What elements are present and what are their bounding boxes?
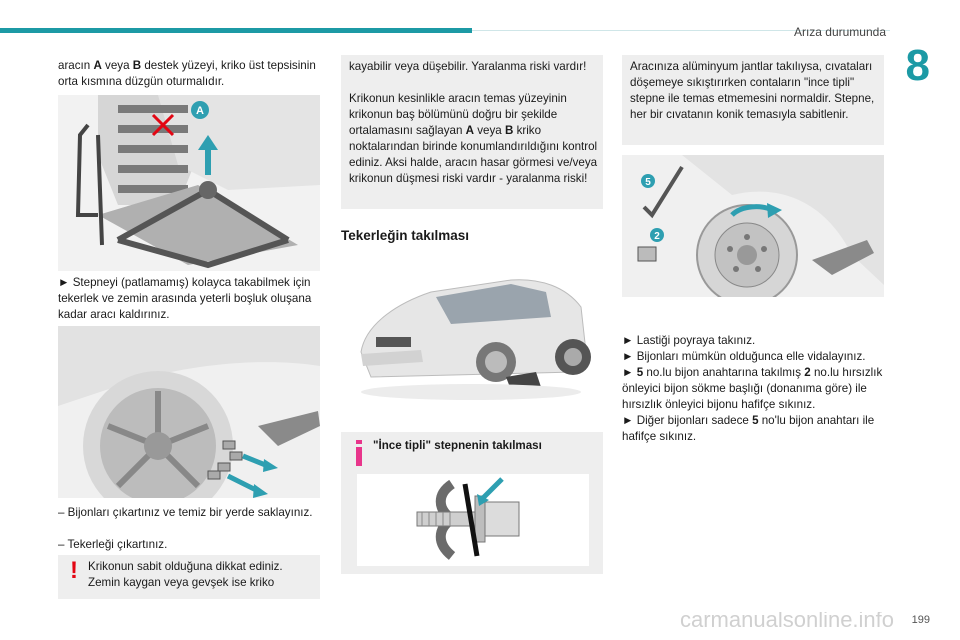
info-icon <box>356 440 362 466</box>
step-anti-theft-bolt: ► 5 no.lu bijon anahtarına takılmış 2 no… <box>622 366 883 411</box>
car-on-jack-figure <box>341 262 603 412</box>
step-remove-wheel: – Tekerleği çıkartınız. <box>58 538 168 551</box>
page-number: 199 <box>911 614 930 626</box>
intro-paragraph: aracın A veya B destek yüzeyi, kriko üst… <box>58 59 316 88</box>
step-raise-vehicle: ► Stepneyi (patlamamış) kolayca takabilm… <box>58 276 312 321</box>
thin-spare-bolt-figure <box>357 474 589 566</box>
info-box-continued: Aracınıza alüminyum jantlar takılıysa, c… <box>622 55 884 145</box>
step-tighten-others: ► Diğer bijonları sadece 5 no'lu bijon a… <box>622 414 875 443</box>
info-continued-text: Aracınıza alüminyum jantlar takılıysa, c… <box>630 60 875 121</box>
warning-box-continued: kayabilir veya düşebilir. Yaralanma risk… <box>341 55 603 209</box>
callout-2 <box>650 228 664 242</box>
refit-wheel-figure: 5 2 <box>622 155 884 297</box>
warning-box: ! Krikonun sabit olduğuna dikkat ediniz.… <box>58 555 320 599</box>
watermark: carmanualsonline.info <box>680 612 895 632</box>
callout-5 <box>641 174 655 188</box>
section-title: Arıza durumunda <box>793 25 886 39</box>
header-divider <box>472 30 890 31</box>
warning-jack-points-text: Krikonun kesinlikle aracın temas yüzeyin… <box>349 92 598 185</box>
info-box: "İnce tipli" stepnenin takılması <box>341 432 603 574</box>
chapter-number: 8 <box>905 41 930 90</box>
warning-continued-text: kayabilir veya düşebilir. Yaralanma risk… <box>349 60 587 73</box>
jack-point-figure: A <box>58 95 320 271</box>
callout-2-label: 2 <box>654 231 660 242</box>
warning-text: Krikonun sabit olduğuna dikkat ediniz. Z… <box>88 560 283 589</box>
warning-icon: ! <box>70 557 78 584</box>
info-title: "İnce tipli" stepnenin takılması <box>373 439 542 452</box>
callout-a <box>191 101 209 119</box>
step-remove-bolts: – Bijonları çıkartınız ve temiz bir yerd… <box>58 506 313 519</box>
step-fit-wheel: ► Lastiği poyraya takınız. <box>622 334 756 347</box>
callout-5-label: 5 <box>645 177 651 188</box>
step-hand-tighten: ► Bijonları mümkün olduğunca elle vidala… <box>622 350 866 363</box>
callout-a-label: A <box>196 105 204 117</box>
header-accent-bar <box>0 28 472 33</box>
section-heading: Tekerleğin takılması <box>341 228 470 243</box>
remove-bolts-figure <box>58 326 320 498</box>
